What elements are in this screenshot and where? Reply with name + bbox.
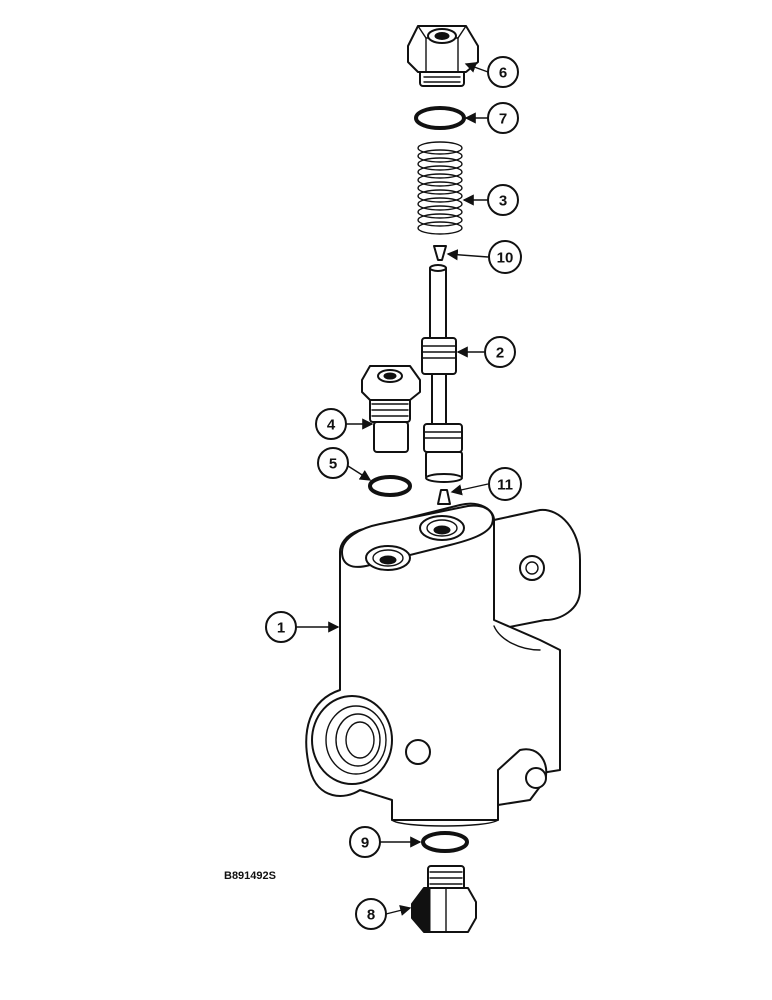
callout-11: 11 bbox=[488, 467, 522, 501]
callout-5: 5 bbox=[317, 447, 349, 479]
callout-9: 9 bbox=[349, 826, 381, 858]
svg-text:5: 5 bbox=[329, 456, 337, 473]
pin-10 bbox=[433, 245, 447, 261]
svg-text:9: 9 bbox=[361, 835, 369, 852]
callout-3: 3 bbox=[487, 184, 519, 216]
callout-7: 7 bbox=[487, 102, 519, 134]
svg-text:7: 7 bbox=[499, 111, 507, 128]
svg-text:2: 2 bbox=[496, 345, 504, 362]
spool-2 bbox=[421, 264, 463, 483]
reference-code: B891492S bbox=[224, 870, 276, 882]
svg-text:10: 10 bbox=[497, 250, 514, 267]
callout-10: 10 bbox=[488, 240, 522, 274]
svg-text:1: 1 bbox=[277, 620, 285, 637]
plug-8 bbox=[411, 865, 477, 933]
svg-text:4: 4 bbox=[327, 417, 336, 434]
spring-3 bbox=[417, 141, 463, 235]
valve-body-1 bbox=[305, 502, 581, 827]
callout-6: 6 bbox=[487, 56, 519, 88]
callout-8: 8 bbox=[355, 898, 387, 930]
plug-4 bbox=[361, 365, 421, 453]
o-ring-5 bbox=[368, 475, 412, 497]
callout-1: 1 bbox=[265, 611, 297, 643]
svg-text:6: 6 bbox=[499, 65, 507, 82]
callout-2: 2 bbox=[484, 336, 516, 368]
svg-text:11: 11 bbox=[497, 477, 513, 494]
tip-11 bbox=[437, 489, 451, 505]
plug-6 bbox=[407, 25, 479, 87]
callout-4: 4 bbox=[315, 408, 347, 440]
svg-text:3: 3 bbox=[499, 193, 507, 210]
leader-lines bbox=[296, 62, 489, 916]
o-ring-7 bbox=[414, 106, 466, 130]
svg-text:8: 8 bbox=[367, 907, 375, 924]
o-ring-9 bbox=[421, 831, 469, 853]
